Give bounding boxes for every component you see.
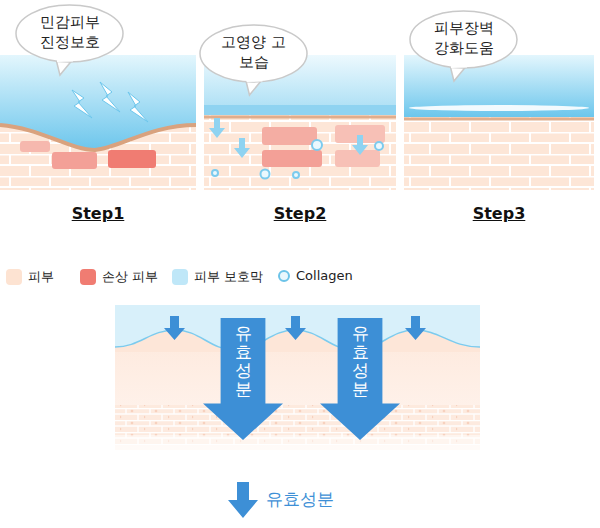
legend-swatch <box>6 269 22 285</box>
legend-swatch <box>80 269 96 285</box>
bottom-arrow <box>228 482 258 518</box>
cross-section <box>115 305 480 450</box>
collagen-symbol <box>278 270 290 282</box>
legend-swatch <box>172 269 188 285</box>
legend-item: Collagen <box>278 268 353 283</box>
arrow-label: 유효성분 <box>352 324 369 399</box>
legend-text: 피부 <box>28 268 54 286</box>
arrow-label: 유효성분 <box>235 324 252 399</box>
bubble-text: 피부장벽 강화도움 <box>429 19 498 58</box>
legend-item: 피부 보호막 <box>172 268 263 286</box>
legend-text: 손상 피부 <box>102 268 158 286</box>
legend-item: 손상 피부 <box>80 268 158 286</box>
bubble-text: 고영양 고보습 <box>219 33 288 72</box>
speech-bubble: 민감피부 진정보호 <box>14 2 125 69</box>
step3-panel <box>404 55 594 190</box>
arrow-shape: 유효성분 <box>203 318 283 440</box>
speech-bubble: 피부장벽 강화도움 <box>408 8 519 75</box>
arrow-shape: 유효성분 <box>320 318 400 440</box>
step-label: Step3 <box>473 204 526 223</box>
legend-item: 피부 <box>6 268 54 286</box>
legend-text: Collagen <box>296 268 353 283</box>
bubble-text: 민감피부 진정보호 <box>35 13 104 52</box>
step-label: Step1 <box>72 204 125 223</box>
legend-text: 피부 보호막 <box>194 268 263 286</box>
step-label: Step2 <box>274 204 327 223</box>
ingredient-label: 유효성분 <box>266 488 334 511</box>
speech-bubble: 고영양 고보습 <box>198 22 309 89</box>
step1-panel <box>0 55 196 190</box>
